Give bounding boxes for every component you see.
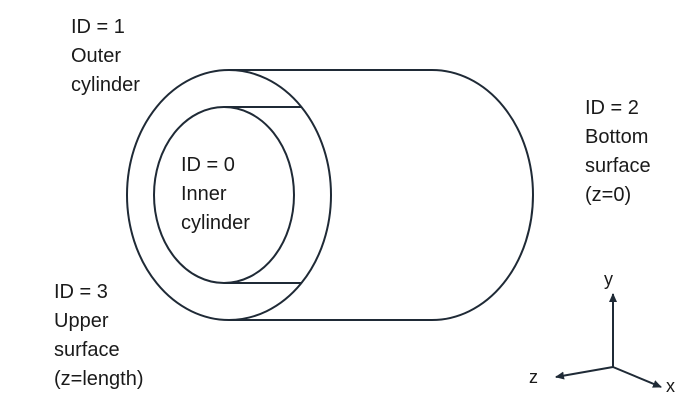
axis-x-label: x — [666, 376, 675, 396]
label-bottom-surface: ID = 2 Bottom surface (z=0) — [585, 94, 651, 210]
label-outer-name: Outer — [71, 45, 122, 67]
label-upper-name: Upper — [54, 310, 109, 332]
label-outer-type: cylinder — [71, 74, 140, 96]
label-bottom-name: Bottom — [585, 126, 649, 148]
axis-y-label: y — [604, 269, 613, 289]
label-bottom-position: (z=0) — [585, 184, 632, 206]
axis-x-arrow — [612, 366, 662, 388]
outer-cylinder-far-end — [431, 69, 534, 321]
label-upper-type: surface — [54, 339, 120, 361]
axis-z-arrow — [555, 366, 614, 380]
label-bottom-type: surface — [585, 155, 651, 177]
axis-z-label: z — [529, 367, 538, 387]
label-inner-id: ID = 0 — [181, 154, 235, 176]
label-inner-cylinder: ID = 0 Inner cylinder — [181, 151, 250, 238]
label-inner-name: Inner — [181, 183, 227, 205]
outer-front-ellipse — [126, 69, 332, 321]
label-outer-id: ID = 1 — [71, 16, 125, 38]
label-outer-cylinder: ID = 1 Outer cylinder — [71, 13, 140, 100]
label-inner-type: cylinder — [181, 212, 250, 234]
label-upper-id: ID = 3 — [54, 281, 108, 303]
label-upper-position: (z=length) — [54, 368, 144, 390]
label-bottom-id: ID = 2 — [585, 97, 639, 119]
label-upper-surface: ID = 3 Upper surface (z=length) — [54, 278, 144, 394]
inner-front-ellipse — [153, 106, 295, 284]
coordinate-axes — [555, 293, 662, 388]
